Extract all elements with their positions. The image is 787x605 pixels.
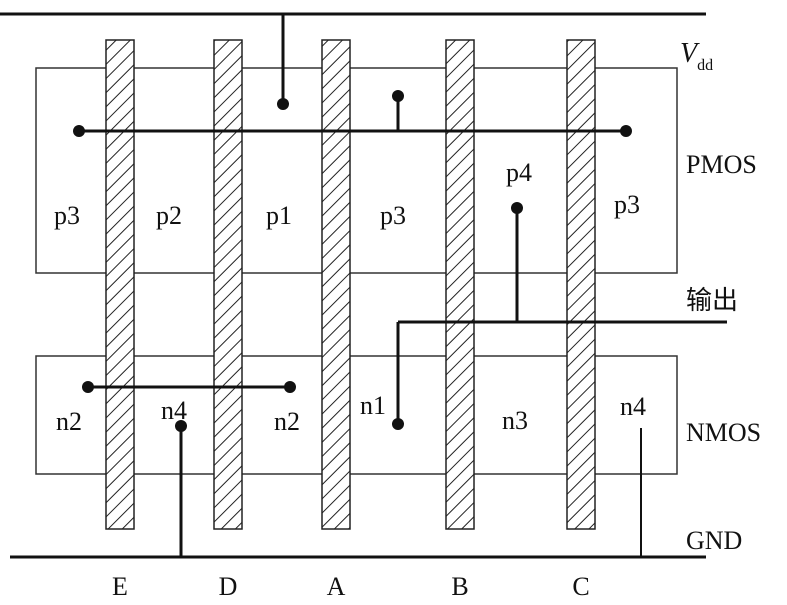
pmos-diffusion (35, 67, 678, 274)
vdd-contact-dot (277, 98, 289, 110)
nmos-label: NMOS (686, 418, 762, 447)
pmos-node-label: p3 (380, 201, 406, 230)
gate-label-A: A (326, 572, 346, 601)
gate-B-poly (445, 39, 475, 530)
gate-label-B: B (451, 572, 469, 601)
vdd-label-main: V (680, 38, 698, 69)
gate-label-D: D (218, 572, 238, 601)
p3-mid-contact-dot (392, 90, 404, 102)
p3-left-contact-dot (73, 125, 85, 137)
gnd-label: GND (686, 526, 743, 555)
output-label: 输出 (686, 286, 739, 315)
nmos-node-label: n2 (56, 407, 82, 436)
pmos-node-label: p1 (266, 201, 292, 230)
pmos-label: PMOS (686, 150, 757, 179)
gate-A-poly (321, 39, 351, 530)
gate-label-C: C (572, 572, 590, 601)
nmos-node-label: n4 (620, 392, 646, 421)
pmos-node-label: p3 (614, 190, 640, 219)
pmos-node-label: p3 (54, 201, 80, 230)
pmos-node-label: p2 (156, 201, 182, 230)
gate-D-poly (213, 39, 243, 530)
gate-E-poly (105, 39, 135, 530)
n2-left-contact-dot (82, 381, 94, 393)
pmos-node-label: p4 (506, 158, 532, 187)
nmos-node-label: n1 (360, 391, 386, 420)
nmos-node-label: n3 (502, 406, 528, 435)
n1-contact-dot (392, 418, 404, 430)
nmos-node-label: n4 (161, 396, 187, 425)
n2-right-contact-dot (284, 381, 296, 393)
gate-C-poly (566, 39, 596, 530)
p3-right-contact-dot (620, 125, 632, 137)
gate-label-E: E (112, 572, 128, 601)
nmos-node-label: n2 (274, 407, 300, 436)
vdd-label-sub: dd (697, 57, 714, 74)
nmos-diffusion (35, 355, 678, 475)
vdd-label: Vdd (680, 38, 713, 74)
